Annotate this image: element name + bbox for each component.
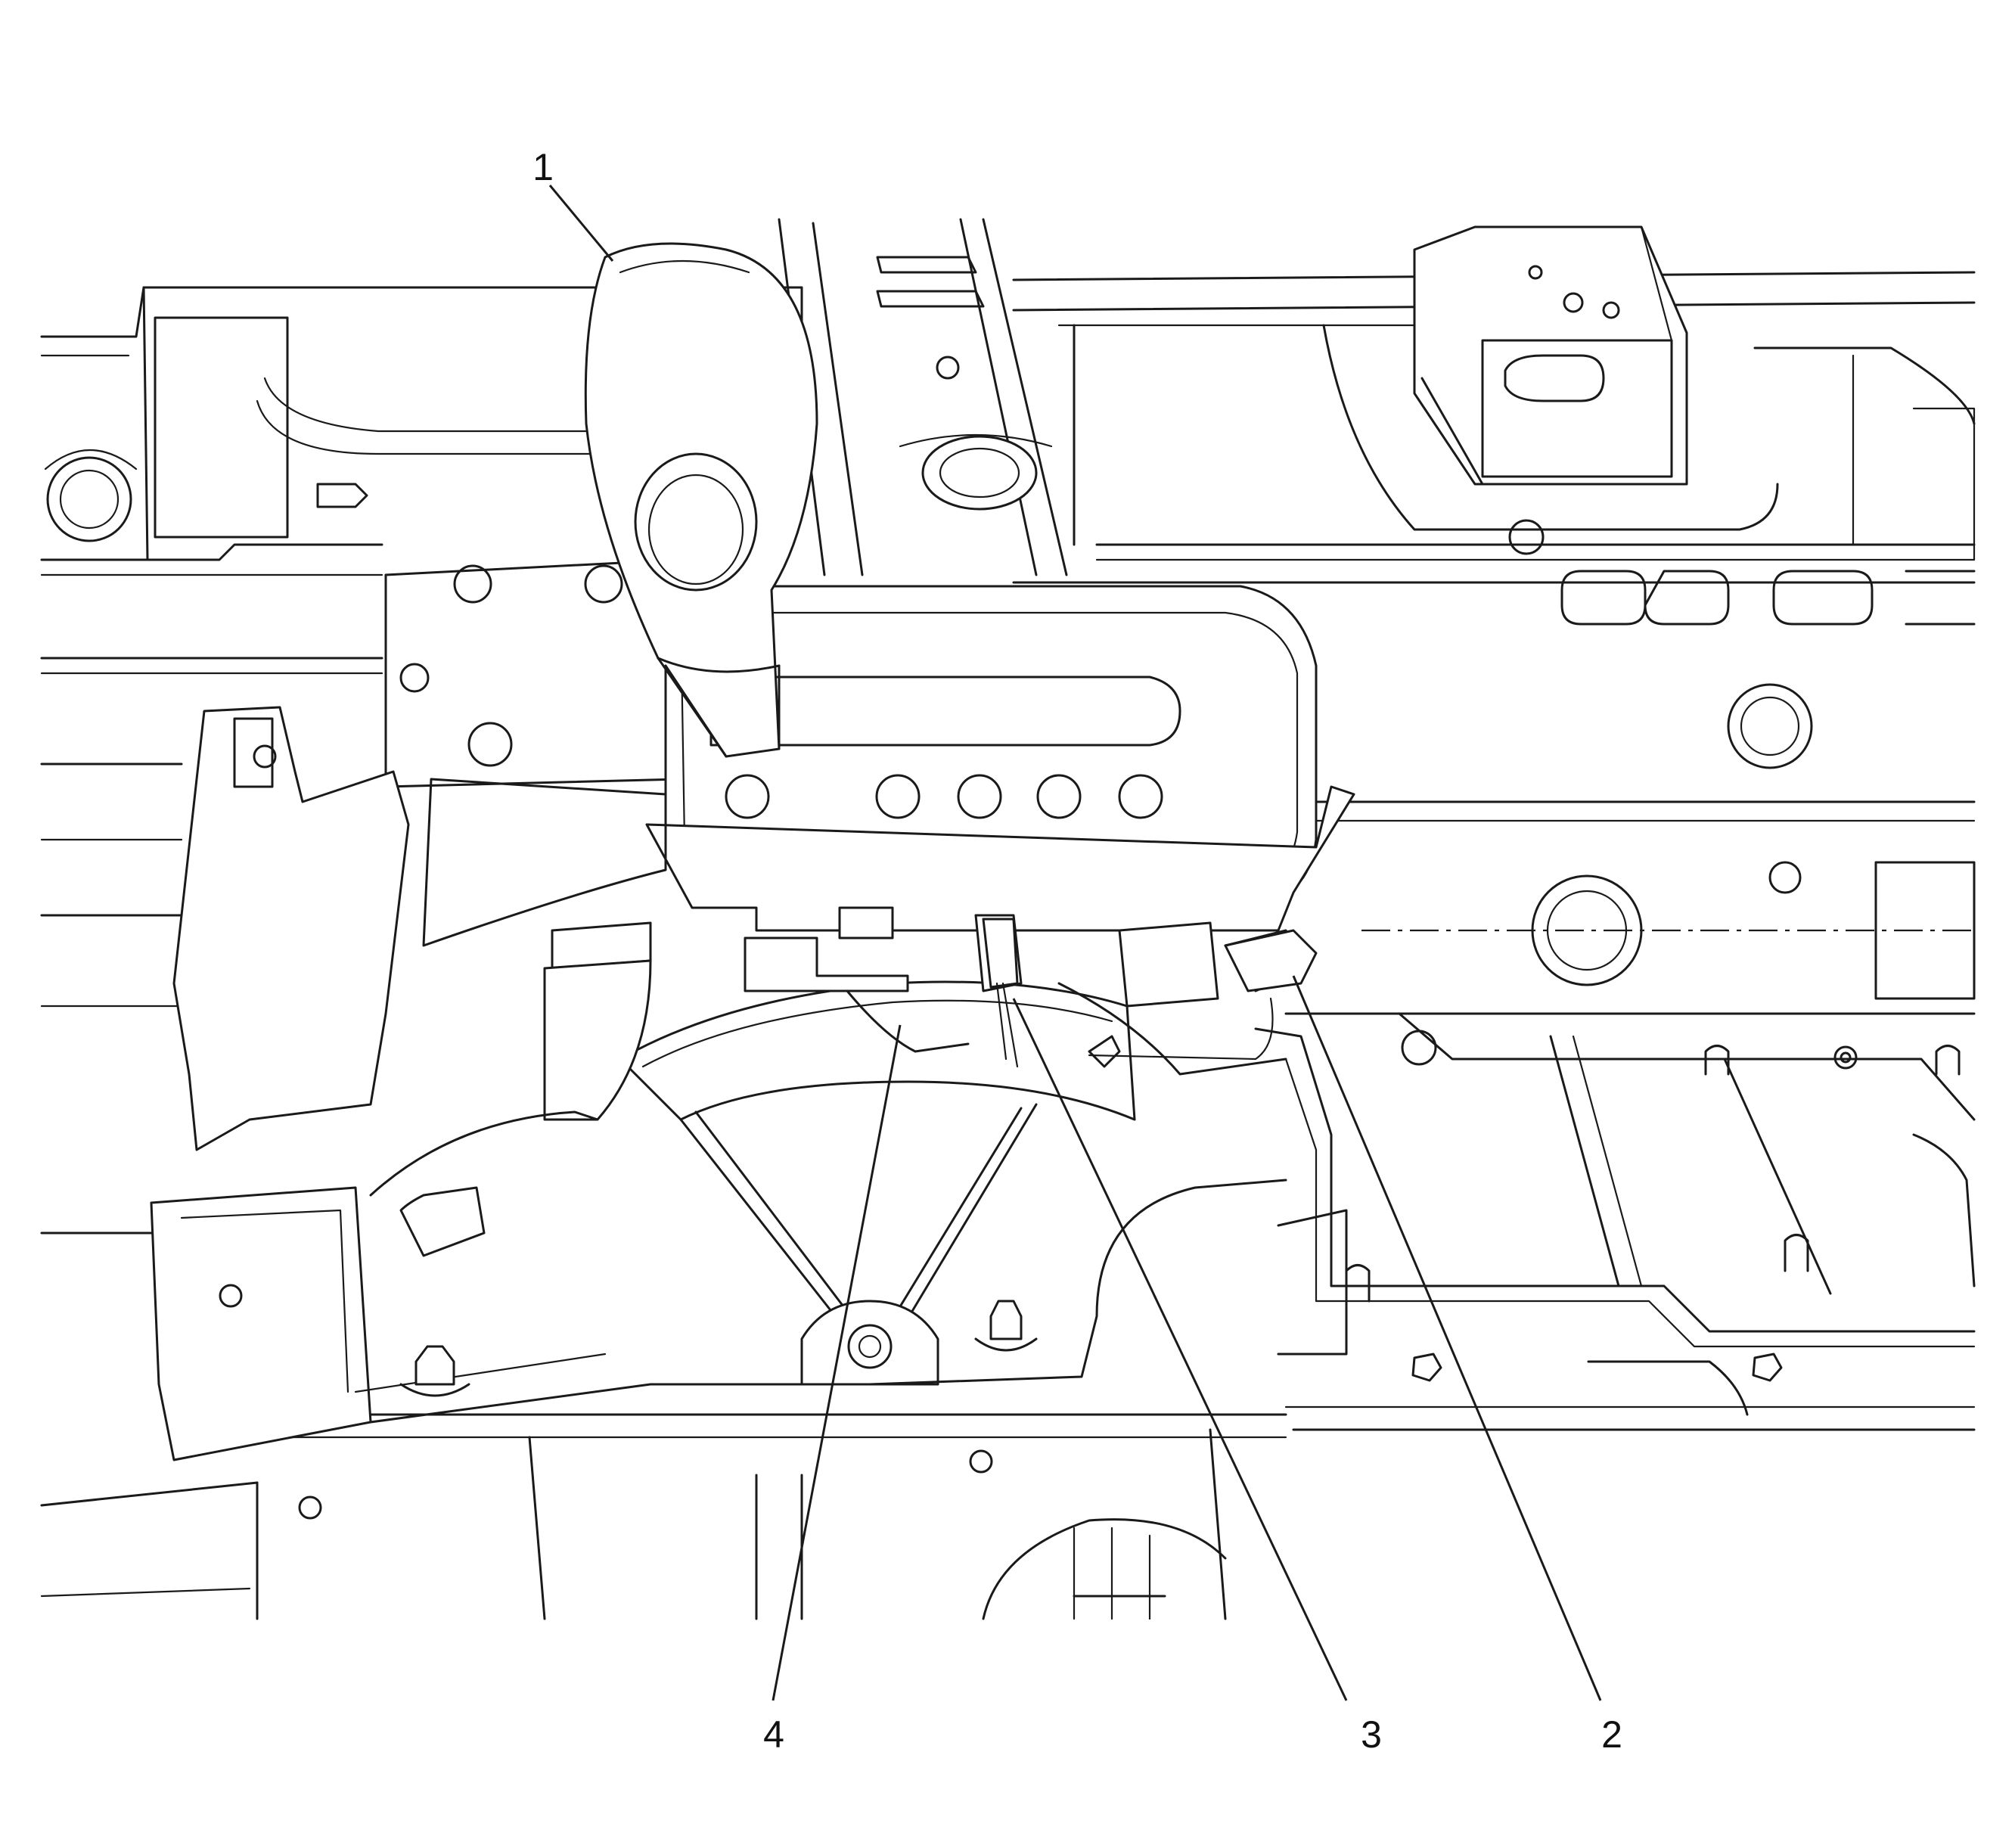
callout-3: 3 xyxy=(1361,1713,1382,1756)
leader-line-2 xyxy=(1292,975,1602,1701)
leader-line-4 xyxy=(772,1024,902,1701)
shift-knob xyxy=(584,242,818,758)
center-tunnel xyxy=(778,218,1068,576)
bracket-module xyxy=(1413,225,1688,486)
callout-labels: 1 2 3 4 xyxy=(532,146,1622,1756)
floor-panel xyxy=(40,271,1976,1620)
shifter-mechanism xyxy=(543,906,1310,1386)
leader-lines xyxy=(548,185,1602,1701)
console-trim-left xyxy=(150,706,1287,1461)
callout-4: 4 xyxy=(763,1713,784,1756)
leader-line-3 xyxy=(1012,998,1348,1701)
callout-1: 1 xyxy=(532,146,554,188)
shifter-bezel xyxy=(384,558,1355,947)
leader-line-1 xyxy=(548,185,614,262)
callout-2: 2 xyxy=(1601,1713,1622,1756)
